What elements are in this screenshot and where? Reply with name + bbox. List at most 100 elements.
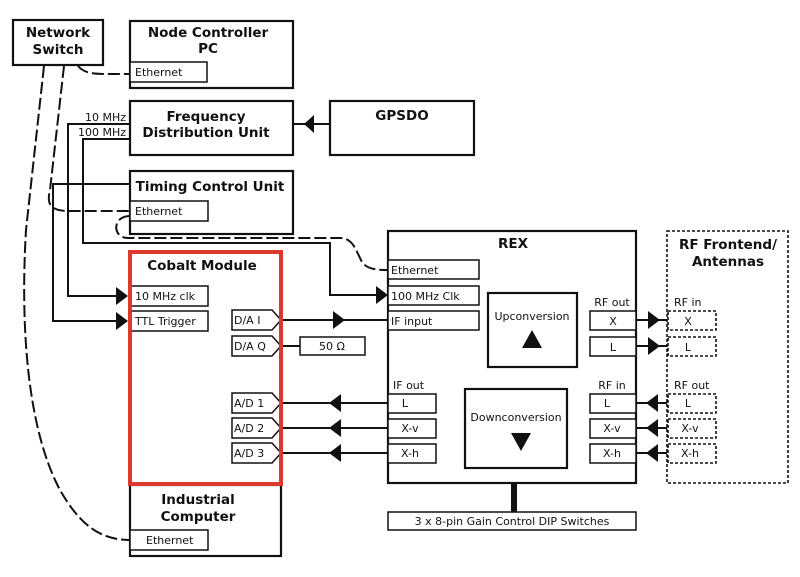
arrow-ttl-in [116,312,128,330]
rf-frontend-in-l-label: L [685,341,692,354]
arrow-adc-1 [329,394,341,412]
rf-frontend-rf-out-label: RF out [674,379,710,392]
gpsdo: GPSDO [328,99,476,157]
rf-frontend-out-xv-port [667,418,717,439]
rf-frontend-out-l-label: L [685,397,692,410]
rex-if-out-xv-label: X-v [401,422,419,435]
cobalt-10mhz-label: 10 MHz clk [135,290,196,303]
rf-frontend-in-x-port [667,310,717,331]
arrow-rf-tx-l [648,337,660,355]
upconversion-triangle-icon [522,330,542,348]
cobalt-dac-i-port [231,309,283,331]
cobalt-adc-2-label: A/D 2 [234,422,264,435]
rf-frontend-title: RF Frontend/ [679,237,777,253]
rex: REX Ethernet 100 MHz Clk IF input Upconv… [386,229,638,485]
rex-rf-in-xv-port [589,418,637,439]
downconversion-block [463,387,569,470]
cobalt-adc-3-label: A/D 3 [234,447,264,460]
termination-50-ohm: 50 Ω [299,336,366,356]
rex-if-out-l-label: L [402,397,409,410]
fdu-10mhz-label: 10 MHz [85,111,126,124]
cobalt-module: Cobalt Module 10 MHz clk TTL Trigger D/A… [128,250,283,486]
rex-ethernet-port [387,259,480,280]
ethernet-link-timing-control [47,65,130,212]
rf-frontend-in-l-port [667,336,717,357]
rf-frontend-in-x-label: X [684,315,692,328]
gpsdo-title: GPSDO [375,108,428,124]
downconversion-label: Downconversion [470,411,561,424]
arrow-rf-rx-l [646,394,658,412]
tcu-ethernet-label: Ethernet [135,205,183,218]
rf-frontend-out-xh-label: X-h [681,447,699,460]
industrial-computer: Industrial Computer Ethernet [128,483,283,558]
rex-if-input-port [387,310,480,331]
arrow-10mhz-in [116,287,128,305]
wire-ttl-trigger [52,183,130,322]
industrial-computer-title-2: Computer [161,509,236,525]
ethernet-link-node-controller [77,65,130,75]
rex-100mhz-port [387,285,480,306]
cobalt-adc-1-port [231,392,283,414]
fdu-100mhz-label: 100 MHz [78,126,126,139]
network-switch: Network Switch [11,18,105,67]
rex-100mhz-label: 100 MHz Clk [391,290,460,303]
timing-control-unit: Timing Control Unit Ethernet [128,169,295,236]
arrow-adc-3 [329,444,341,462]
rex-rf-out-x-port [589,310,637,331]
fdu-title-2: Distribution Unit [142,125,270,141]
arrow-rf-rx-xv [646,419,658,437]
upconversion-label: Upconversion [494,310,569,323]
rf-frontend-out-l-port [667,393,717,414]
tcu-title: Timing Control Unit [136,179,285,195]
arrow-rf-rx-xh [646,444,658,462]
rex-rf-in-xh-label: X-h [603,447,621,460]
dip-switches-label: 3 x 8-pin Gain Control DIP Switches [415,515,610,528]
rex-if-out-xh-port [387,443,437,464]
rf-frontend-title-2: Antennas [692,254,764,270]
rex-if-out-label: IF out [393,379,425,392]
rex-rf-out-x-label: X [609,315,617,328]
rf-frontend-rf-in-label: RF in [674,296,702,309]
rex-if-out-xv-port [387,418,437,439]
cobalt-title: Cobalt Module [147,258,257,274]
rex-ethernet-label: Ethernet [391,264,439,277]
node-controller-pc: Node Controller PC Ethernet [128,19,295,90]
rex-rf-in-xh-port [589,443,637,464]
rex-rf-out-label: RF out [594,296,630,309]
industrial-computer-ethernet-label: Ethernet [146,534,194,547]
rf-frontend-antennas: RF Frontend/ Antennas RF in X L RF out L… [666,230,789,484]
wire-10mhz [67,123,130,297]
industrial-computer-ethernet-port [129,529,209,551]
tcu-ethernet-port [129,200,209,222]
rex-rf-in-l-port [589,393,637,414]
cobalt-adc-2-port [231,417,283,439]
cobalt-dac-q-port [231,335,283,357]
industrial-computer-title: Industrial [161,492,234,508]
cobalt-dac-i-label: D/A I [234,314,260,327]
cobalt-ttl-label: TTL Trigger [134,315,196,328]
node-controller-ethernet-label: Ethernet [135,66,183,79]
arrow-100mhz-clk [376,286,388,304]
rf-frontend-out-xv-label: X-v [681,422,699,435]
rex-rf-out-l-port [589,336,637,357]
arrow-rf-tx-x [648,311,660,329]
rex-rf-in-xv-label: X-v [603,422,621,435]
downconversion-triangle-icon [511,433,531,451]
arrow-if-input [333,311,345,329]
cobalt-highlight-frame [128,250,283,486]
termination-label: 50 Ω [319,340,345,353]
node-controller-title: Node Controller [148,25,269,41]
cobalt-dac-q-label: D/A Q [234,340,266,353]
arrow-adc-2 [329,419,341,437]
arrow-gpsdo-to-fdu [304,115,314,133]
rex-title: REX [498,236,529,252]
network-switch-title-2: Switch [33,42,84,58]
cobalt-adc-1-label: A/D 1 [234,397,264,410]
network-switch-title: Network [26,25,91,41]
ethernet-link-rex [115,215,389,271]
rex-rf-in-l-label: L [604,397,611,410]
node-controller-ethernet-port [129,61,208,83]
cobalt-adc-3-port [231,442,283,464]
node-controller-title-2: PC [198,41,218,57]
